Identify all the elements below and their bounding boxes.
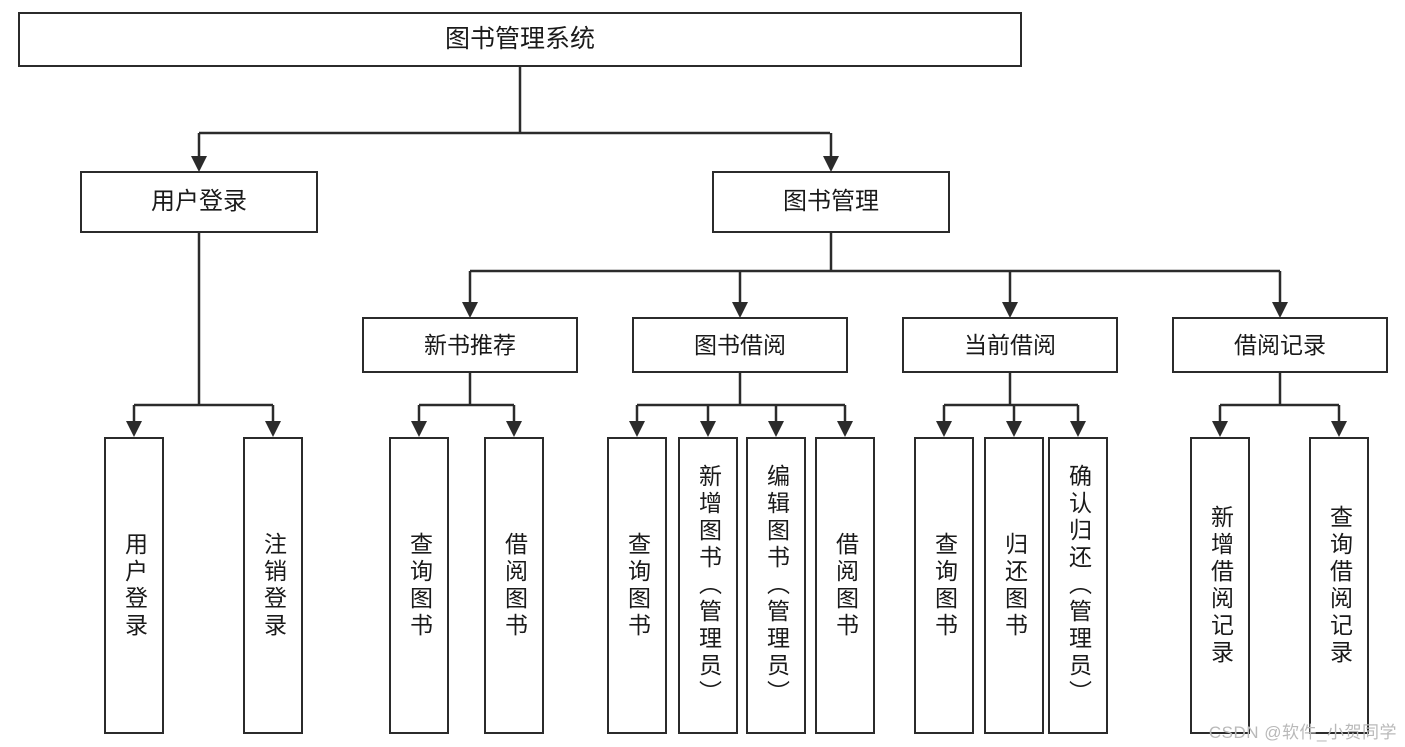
watermark-text: CSDN @软件_小贺同学 [1208,723,1397,742]
leaf-label: 用户登录 [121,531,148,640]
arrowhead-leaf-query-record [1331,421,1347,437]
leaf-node[interactable]: 新增图书（管理员） [678,437,738,734]
node-new-book-recommend[interactable]: 新书推荐 [362,317,578,373]
node-label-book-management: 图书管理 [783,188,879,216]
arrowhead-leaf-query-book-1 [411,421,427,437]
leaf-node[interactable]: 注销登录 [243,437,303,734]
arrowhead-leaf-add-book [700,421,716,437]
arrowhead-current-borrow [1002,302,1018,318]
node-root-system[interactable]: 图书管理系统 [18,12,1022,67]
arrowhead-leaf-query-book-2 [629,421,645,437]
node-label-root: 图书管理系统 [444,25,595,53]
arrowhead-user-login [191,156,207,172]
leaf-node[interactable]: 确认归还（管理员） [1048,437,1108,734]
arrowhead-leaf-borrow-book-2 [837,421,853,437]
leaf-label: 借阅图书 [501,531,528,640]
leaf-node[interactable]: 编辑图书（管理员） [746,437,806,734]
leaf-node[interactable]: 查询图书 [607,437,667,734]
leaf-node[interactable]: 查询图书 [914,437,974,734]
node-current-borrow[interactable]: 当前借阅 [902,317,1118,373]
arrowhead-book-borrow [732,302,748,318]
leaf-label: 注销登录 [260,531,287,640]
node-user-login[interactable]: 用户登录 [80,171,318,233]
arrowhead-leaf-add-record [1212,421,1228,437]
arrowhead-leaf-user-login [126,421,142,437]
arrowhead-book-mgmt [823,156,839,172]
leaf-label: 借阅图书 [832,531,859,640]
node-book-management[interactable]: 图书管理 [712,171,950,233]
arrowhead-leaf-return-book [1006,421,1022,437]
leaf-node[interactable]: 借阅图书 [484,437,544,734]
leaf-label: 查询图书 [624,531,651,640]
node-label-borrow-record: 借阅记录 [1234,331,1326,358]
arrowhead-new-book [462,302,478,318]
arrowhead-leaf-edit-book [768,421,784,437]
leaf-label: 查询借阅记录 [1326,504,1353,667]
arrowhead-borrow-record [1272,302,1288,318]
node-label-book-borrow: 图书借阅 [694,331,786,358]
leaf-label: 确认归还（管理员） [1065,464,1092,707]
leaf-label: 查询图书 [406,531,433,640]
node-label-new-book-recommend: 新书推荐 [424,331,516,358]
leaf-node[interactable]: 查询借阅记录 [1309,437,1369,734]
arrowhead-leaf-confirm-return [1070,421,1086,437]
leaf-label: 新增借阅记录 [1207,504,1234,667]
leaf-node[interactable]: 归还图书 [984,437,1044,734]
leaf-node[interactable]: 查询图书 [389,437,449,734]
node-borrow-record[interactable]: 借阅记录 [1172,317,1388,373]
node-label-current-borrow: 当前借阅 [964,331,1056,358]
leaf-node[interactable]: 用户登录 [104,437,164,734]
arrowhead-leaf-logout [265,421,281,437]
leaf-node[interactable]: 新增借阅记录 [1190,437,1250,734]
leaf-label: 新增图书（管理员） [695,464,722,707]
leaf-label: 查询图书 [931,531,958,640]
arrowhead-leaf-query-book-3 [936,421,952,437]
node-label-user-login: 用户登录 [151,188,247,216]
arrowhead-leaf-borrow-book-1 [506,421,522,437]
node-book-borrow[interactable]: 图书借阅 [632,317,848,373]
leaf-node[interactable]: 借阅图书 [815,437,875,734]
leaf-label: 编辑图书（管理员） [763,464,790,707]
leaf-label: 归还图书 [1001,531,1028,640]
